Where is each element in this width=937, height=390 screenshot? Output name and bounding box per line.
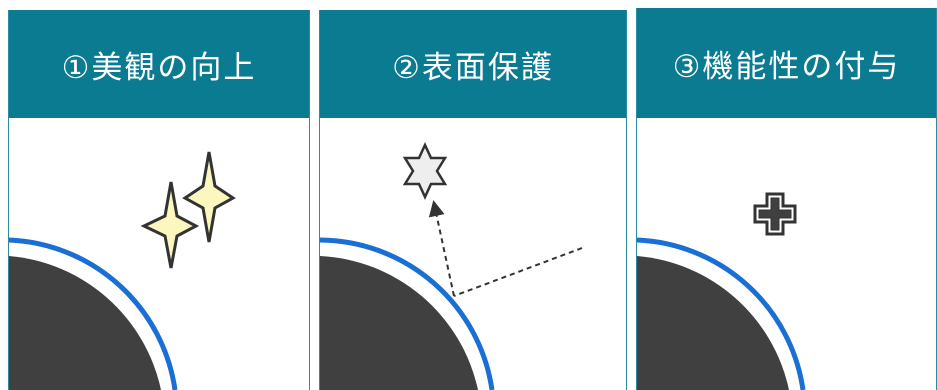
coating-diagram-aesthetics xyxy=(9,151,236,390)
panel-functionality: ③機能性の付与 xyxy=(636,8,937,390)
sparkle-icon xyxy=(140,151,236,269)
panel-title-aesthetics: ①美観の向上 xyxy=(9,10,309,118)
panel-title-functionality: ③機能性の付与 xyxy=(637,8,936,118)
substrate-shape xyxy=(637,256,789,390)
coating-diagram-functionality xyxy=(637,192,806,390)
plus-icon xyxy=(753,192,797,236)
panel-title-surface-protection: ②表面保護 xyxy=(320,10,626,118)
coating-layer-arc xyxy=(9,237,178,390)
coating-layer-arc xyxy=(320,237,495,390)
hexagram-star-icon xyxy=(402,142,448,200)
panel-aesthetics: ①美観の向上 xyxy=(8,10,310,390)
coating-layer-arc xyxy=(637,237,806,390)
substrate-shape xyxy=(320,256,478,390)
substrate-shape xyxy=(9,256,161,390)
coating-diagram-surface-protection xyxy=(320,142,583,390)
reflected-ray-arrow xyxy=(428,200,455,297)
incoming-ray-dashed xyxy=(453,247,583,297)
panel-surface-protection: ②表面保護 xyxy=(319,10,627,390)
